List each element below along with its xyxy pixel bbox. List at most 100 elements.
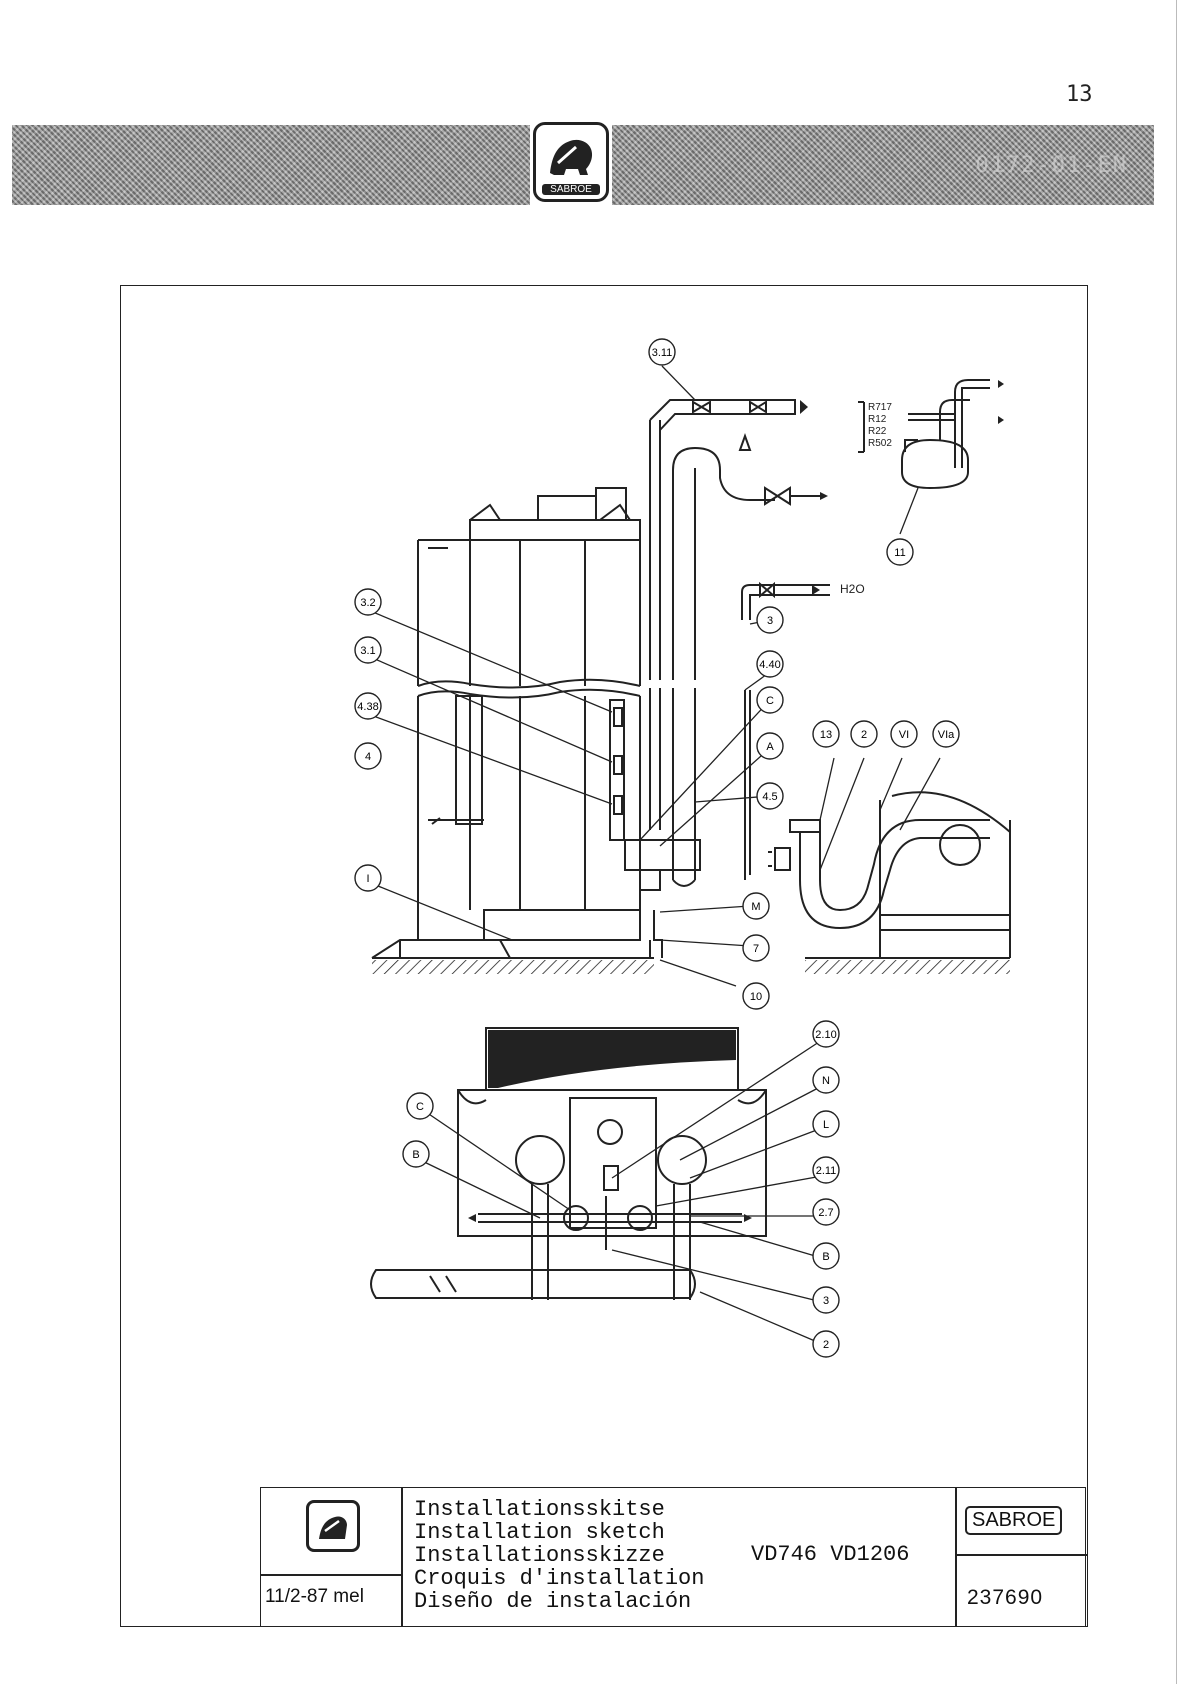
callout-C: C	[757, 687, 783, 713]
title-block-divider-right	[955, 1488, 957, 1626]
water-label: H2O	[840, 582, 865, 596]
ground-hatch-mid	[482, 960, 654, 974]
left-valve-wheel	[564, 1206, 588, 1230]
title-block-brand: SABROE	[965, 1506, 1062, 1535]
arrow-right-2	[820, 492, 828, 500]
callout-B-right: B	[813, 1243, 839, 1269]
arrow-right-4	[998, 416, 1004, 424]
callout-A: A	[757, 733, 783, 759]
callout-N: N	[813, 1067, 839, 1093]
svg-text:13: 13	[820, 729, 832, 741]
svg-text:7: 7	[753, 943, 759, 955]
top-horizontal-pipe	[700, 400, 795, 414]
right-vessel-port	[940, 825, 980, 865]
svg-text:A: A	[766, 741, 774, 753]
callout-3: 3	[757, 607, 783, 633]
callout-2-11: 2.11	[813, 1157, 839, 1183]
refrigerant-r717: R717	[868, 402, 892, 413]
callout-L: L	[813, 1111, 839, 1137]
riser-pipe-lower	[650, 688, 660, 830]
refrigerant-r12: R12	[868, 414, 887, 425]
ground-hatch-left	[372, 960, 482, 974]
title-block-logo-icon	[306, 1500, 360, 1552]
u-trap-pipe	[800, 820, 990, 928]
title-block: 11/2-87 mel Installationsskitse Installa…	[260, 1487, 1086, 1627]
callout-4-38: 4.38	[355, 693, 381, 719]
safety-valve	[740, 436, 750, 450]
callout-7: 7	[743, 935, 769, 961]
tank-base-ring	[484, 910, 640, 940]
callout-4-40: 4.40	[757, 651, 783, 677]
svg-text:3.1: 3.1	[360, 645, 375, 657]
arrow-left-water	[812, 585, 820, 595]
svg-text:3: 3	[767, 615, 773, 627]
svg-text:I: I	[366, 873, 369, 885]
svg-text:M: M	[751, 901, 760, 913]
leader-lines-side	[368, 366, 940, 986]
svg-text:L: L	[823, 1119, 829, 1131]
title-block-titles: Installationsskitse Installation sketch …	[414, 1498, 704, 1613]
svg-text:2: 2	[823, 1339, 829, 1351]
refrigerant-r502: R502	[868, 438, 892, 449]
trap-valve	[768, 848, 790, 870]
svg-text:2.7: 2.7	[818, 1207, 833, 1219]
center-valve	[604, 1166, 618, 1190]
riser-pipe-upper	[650, 420, 660, 680]
callout-11: 11	[887, 539, 913, 565]
svg-text:C: C	[766, 695, 774, 707]
callout-3-2: 3.2	[355, 589, 381, 615]
callout-2: 2	[851, 721, 877, 747]
condenser-upper-shell	[418, 540, 640, 686]
svg-text:11: 11	[894, 547, 905, 559]
top-view-arrows	[468, 1214, 752, 1222]
svg-text:3: 3	[823, 1295, 829, 1307]
left-vessel	[516, 1136, 564, 1184]
title-block-models: VD746 VD1206	[751, 1542, 909, 1567]
arrow-right-3	[998, 380, 1004, 388]
callout-13: 13	[813, 721, 839, 747]
ground-hatch-right	[805, 960, 1010, 974]
callout-VIa: VIa	[933, 721, 959, 747]
svg-text:B: B	[412, 1149, 419, 1161]
svg-text:4.40: 4.40	[759, 659, 780, 671]
title-spanish: Diseño de instalación	[414, 1590, 704, 1613]
suction-valve	[765, 488, 790, 504]
callout-3-11: 3.11	[649, 339, 675, 365]
break-line-upper	[418, 680, 640, 688]
foundation-plinth	[372, 940, 510, 958]
valve-3-11-b	[750, 402, 766, 412]
tank-top-plate	[470, 520, 640, 540]
title-danish: Installationsskitse	[414, 1498, 704, 1521]
trap-flange	[790, 820, 820, 832]
callout-3-top: 3	[813, 1287, 839, 1313]
svg-text:3.2: 3.2	[360, 597, 375, 609]
callout-M: M	[743, 893, 769, 919]
svg-text:N: N	[822, 1075, 830, 1087]
callout-2-7: 2.7	[813, 1199, 839, 1225]
suction-pipe-bend	[673, 448, 775, 680]
break-line-lower	[418, 690, 640, 698]
svg-text:C: C	[416, 1101, 424, 1113]
svg-text:4.5: 4.5	[762, 791, 777, 803]
callout-3-1: 3.1	[355, 637, 381, 663]
title-block-drawing-number: 237690	[967, 1586, 1043, 1610]
svg-text:3.11: 3.11	[652, 347, 673, 359]
callout-I: I	[355, 865, 381, 891]
title-german: Installationsskizze	[414, 1544, 704, 1567]
title-block-divider-left	[401, 1488, 403, 1626]
condenser-lower-shell	[418, 696, 640, 940]
title-french: Croquis d'installation	[414, 1567, 704, 1590]
drain-line	[745, 690, 750, 880]
callout-4-5: 4.5	[757, 783, 783, 809]
callout-10: 10	[743, 983, 769, 1009]
callout-4: 4	[355, 743, 381, 769]
svg-text:2.10: 2.10	[815, 1029, 836, 1041]
svg-text:4: 4	[365, 751, 371, 763]
svg-text:VI: VI	[899, 729, 909, 741]
header-pipe	[478, 1214, 742, 1222]
title-block-divider-date	[261, 1574, 401, 1576]
title-block-date: 11/2-87 mel	[265, 1586, 364, 1608]
title-block-divider-brand	[955, 1554, 1087, 1556]
vessel-legs	[532, 1184, 690, 1300]
